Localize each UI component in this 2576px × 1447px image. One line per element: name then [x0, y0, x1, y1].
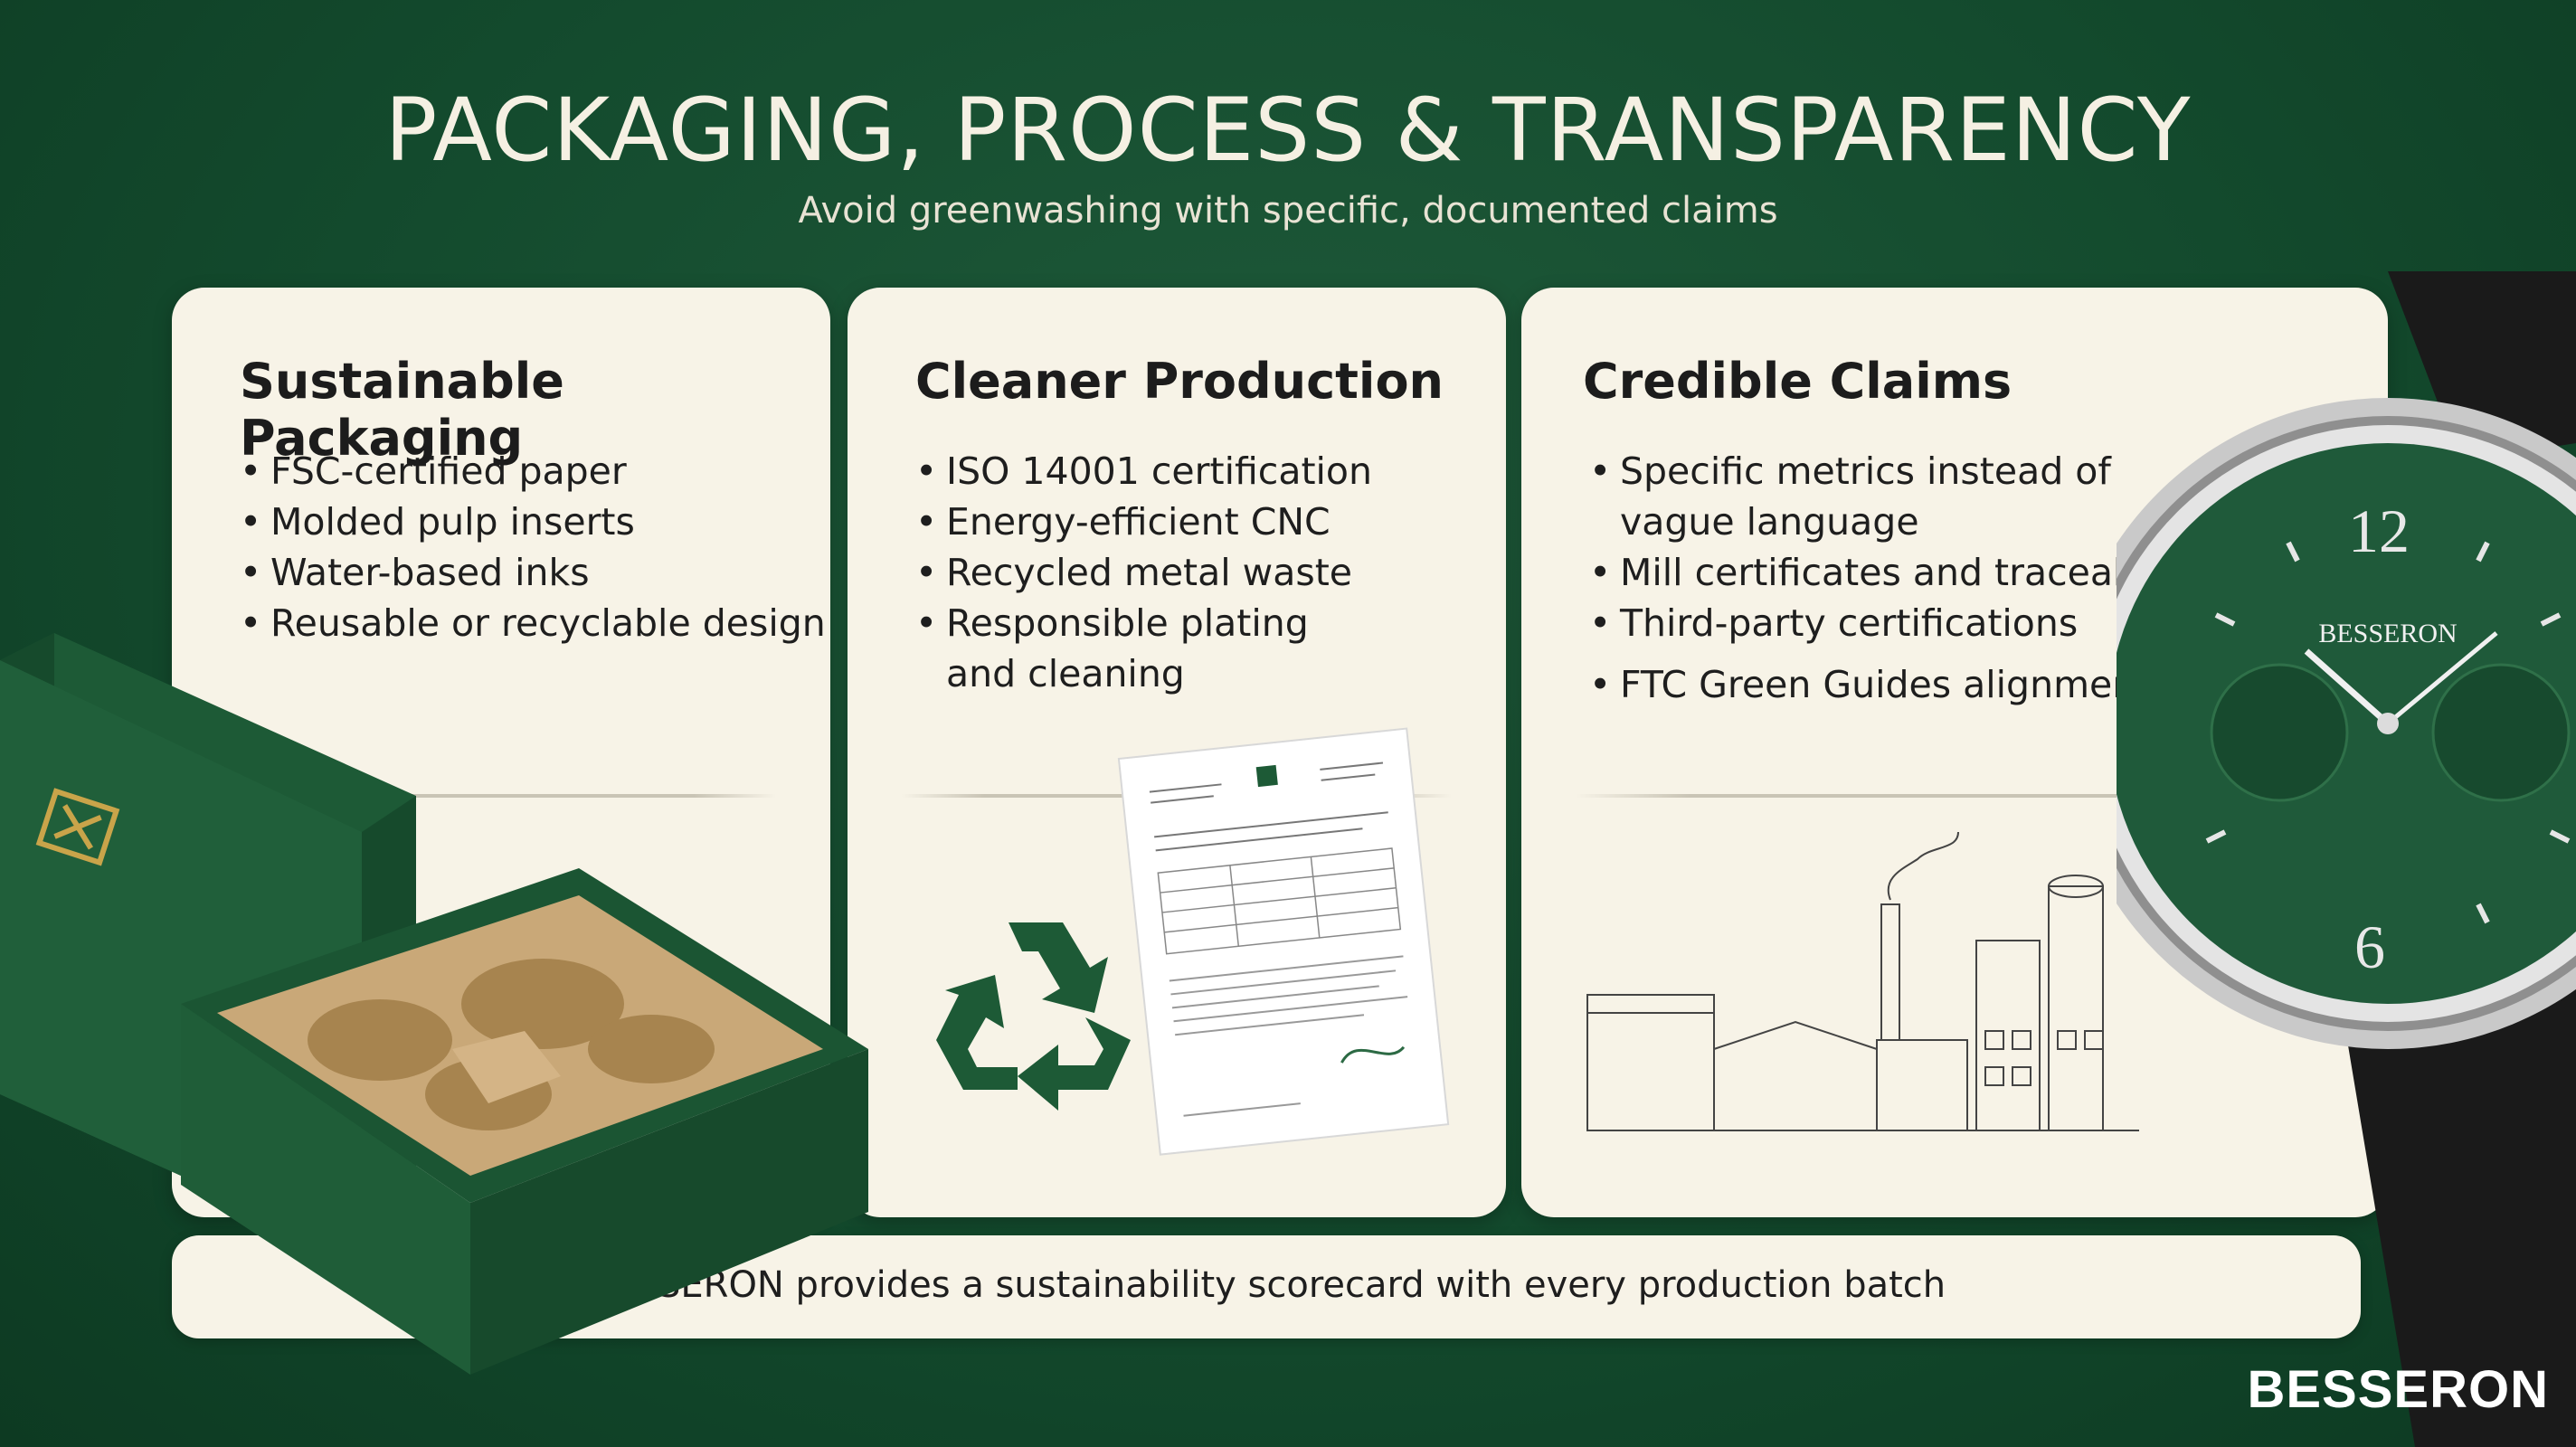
- list-item: Energy-efficient CNC: [915, 497, 1372, 547]
- divider: [226, 794, 776, 798]
- card-heading: Cleaner Production: [915, 353, 1444, 410]
- divider: [1576, 794, 2334, 798]
- numeral-6: 6: [2354, 913, 2385, 981]
- card-list: ISO 14001 certification Energy-efficient…: [915, 446, 1372, 699]
- list-item: Water-based inks: [240, 547, 826, 598]
- list-item: ISO 14001 certification: [915, 446, 1372, 497]
- list-item: FSC-certified paper: [240, 446, 826, 497]
- list-item: Specific metrics instead of: [1589, 446, 2204, 497]
- certificate-document-icon: [1117, 727, 1450, 1156]
- numeral-12: 12: [2348, 497, 2410, 565]
- list-item: Reusable or recyclable design: [240, 598, 826, 648]
- page-subtitle: Avoid greenwashing with specific, docume…: [798, 190, 1778, 232]
- footer-text: BESSERON provides a sustainability score…: [586, 1264, 1946, 1306]
- watch-brand: BESSERON: [2318, 619, 2457, 648]
- list-item: Responsible plating: [915, 598, 1372, 648]
- list-item: Mill certificates and traceability: [1589, 547, 2204, 598]
- list-item: FTC Green Guides alignment: [1589, 659, 2204, 710]
- gift-box-icon: [0, 633, 868, 1375]
- list-item: Molded pulp inserts: [240, 497, 826, 547]
- list-item: Recycled metal waste: [915, 547, 1372, 598]
- list-item-continuation: vague language: [1620, 500, 1919, 544]
- brand-logo: BESSERON: [2247, 1360, 2549, 1419]
- card-list: FSC-certified paper Molded pulp inserts …: [240, 446, 826, 648]
- list-item: Third-party certifications: [1589, 598, 2204, 648]
- card-heading: Credible Claims: [1583, 353, 2012, 410]
- recycle-icon: [936, 922, 1131, 1111]
- card-list: Specific metrics instead of vague langua…: [1589, 446, 2204, 710]
- page-title: PACKAGING, PROCESS & TRANSPARENCY: [384, 80, 2192, 181]
- factory-icon: [1586, 832, 2139, 1131]
- watch-icon: 12 6 BESSERON: [2117, 271, 2576, 1447]
- list-item-continuation: and cleaning: [946, 652, 1185, 695]
